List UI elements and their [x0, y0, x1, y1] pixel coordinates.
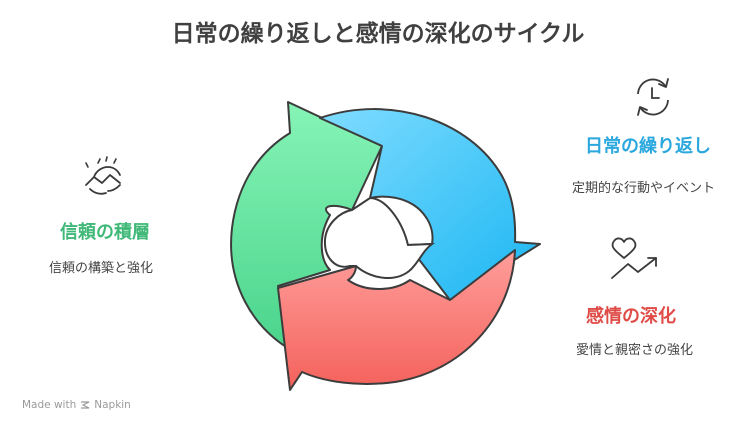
stage-heading-trust: 信頼の積層: [60, 222, 150, 243]
stage-heading-routine: 日常の繰り返し: [585, 136, 711, 157]
cycle-segment-trust: [230, 101, 383, 356]
page-title: 日常の繰り返しと感情の深化のサイクル: [171, 21, 585, 47]
stage-desc-routine: 定期的な行動やイベント: [572, 181, 716, 196]
stage-heading-emotion: 感情の深化: [586, 306, 676, 327]
footer-credit: Made with Napkin: [22, 399, 131, 411]
heart-trend-icon: [611, 237, 657, 279]
footer-brand: Napkin: [94, 399, 131, 411]
cycle-segment-routine: [319, 108, 541, 301]
stage-desc-emotion: 愛情と親密さの強化: [576, 343, 694, 358]
napkin-logo-icon: [81, 401, 90, 409]
stage-desc-trust: 信頼の構築と強化: [49, 261, 154, 276]
footer-made-with: Made with: [22, 399, 77, 411]
handshake-icon: [85, 156, 121, 195]
clock-cycle-icon: [637, 78, 669, 116]
cycle-segment-emotion: [277, 249, 516, 391]
cycle-center: [323, 196, 436, 280]
